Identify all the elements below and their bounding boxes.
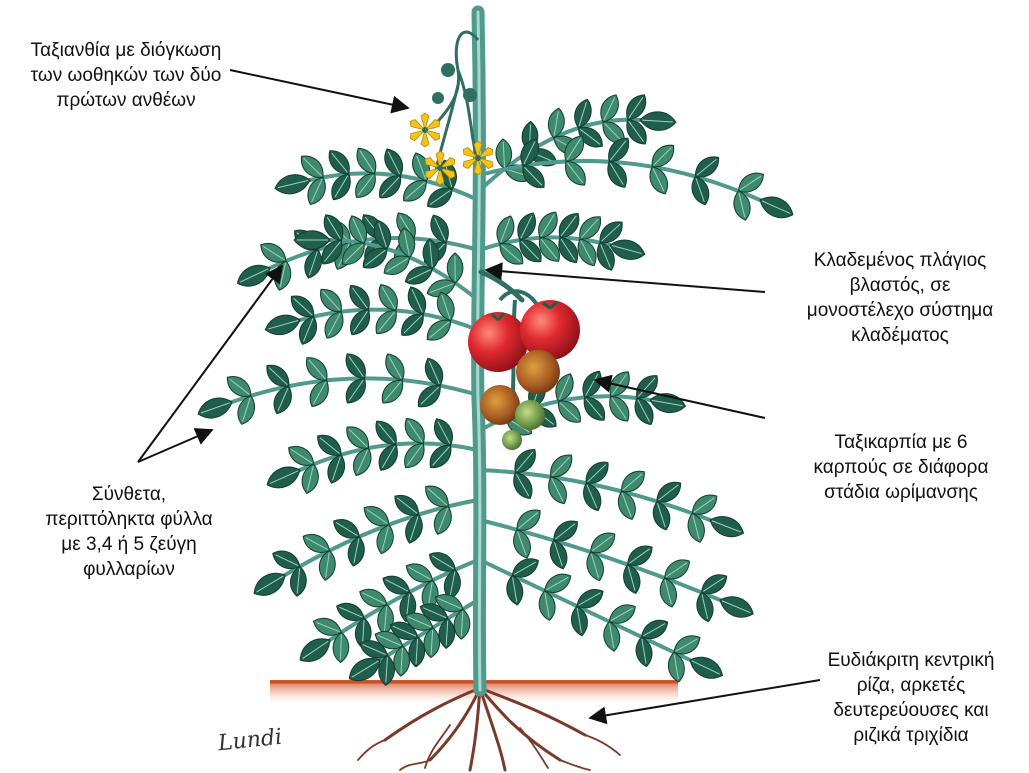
fruit-ripe-2 [520, 300, 580, 360]
leaflet [263, 311, 303, 339]
arrow-inflorescence [230, 70, 408, 108]
leaflet [716, 591, 756, 622]
fruit-green-2 [502, 430, 522, 450]
leaflet [263, 462, 303, 494]
label-root-system: Ευδιάκριτη κεντρική ρίζα, αρκετές δευτερ… [800, 648, 1022, 748]
arrow-leaves-1 [138, 266, 282, 462]
fruit-turning-2 [480, 385, 520, 425]
arrow-pruned-shoot [486, 270, 765, 292]
fruit-turning-1 [516, 350, 560, 394]
label-fruit-cluster: Ταξικαρπία με 6 καρπούς σε διάφορα στάδι… [782, 430, 1020, 505]
leaflet [249, 567, 289, 601]
leaflet [273, 171, 312, 197]
leaflet [295, 632, 335, 668]
label-pruned-shoot: Κλαδεμένος πλάγιος βλαστός, σε μονοστέλε… [775, 248, 1025, 348]
leaflet [648, 391, 687, 416]
leaflet [639, 111, 676, 132]
flower [461, 141, 494, 175]
leaflet [233, 260, 273, 292]
label-inflorescence: Ταξιανθία με διόγκωση των ωοθηκών των δύ… [10, 38, 242, 113]
fruit-green-1 [515, 400, 545, 430]
leaflet [686, 652, 726, 684]
leaflet [756, 192, 796, 224]
leaflet [195, 393, 235, 422]
flower [408, 113, 441, 147]
label-compound-leaves: Σύνθετα, περιττόληκτα φύλλα με 3,4 ή 5 ζ… [18, 482, 240, 582]
leaflet [707, 511, 747, 541]
